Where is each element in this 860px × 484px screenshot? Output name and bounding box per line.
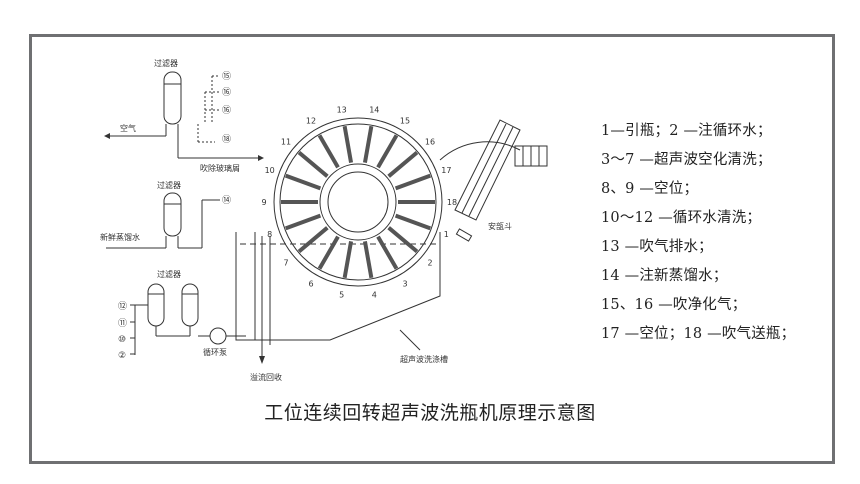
legend-line-8: 17 —空位；18 —吹气送瓶； xyxy=(601,326,796,342)
wheel-spoke xyxy=(362,125,374,163)
filter-mid xyxy=(163,192,182,237)
wheel-station-number: 9 xyxy=(261,198,266,207)
label-filter-mid: 过滤器 xyxy=(157,180,181,190)
ultrasonic-tank xyxy=(235,232,441,364)
circled-top-2: ⑯ xyxy=(222,87,231,98)
circled-bottom-1: ⑫ xyxy=(118,301,127,312)
wheel-station-number: 2 xyxy=(427,258,432,267)
label-air: 空气 xyxy=(120,123,136,133)
wheel-station-number: 6 xyxy=(308,279,313,288)
filter-bottom xyxy=(147,283,199,327)
wheel-station-number: 13 xyxy=(337,105,347,114)
wheel-station-number: 11 xyxy=(281,138,291,147)
wheel-spoke xyxy=(297,150,329,178)
wheel-spoke xyxy=(376,235,399,270)
wheel-spoke xyxy=(387,226,419,254)
circled-bottom-4: ② xyxy=(118,351,126,361)
circled-bottom-2: ⑪ xyxy=(118,318,127,329)
wheel-spoke xyxy=(284,173,322,191)
legend-line-2: 3～7 —超声波空化清洗； xyxy=(601,152,772,168)
label-overflow: 溢流回收 xyxy=(250,372,282,382)
wheel-station-number: 14 xyxy=(369,105,379,114)
filter-top xyxy=(163,71,182,125)
wheel-spoke xyxy=(394,173,432,191)
wheel-station-number: 10 xyxy=(265,166,275,175)
label-pump: 循环泵 xyxy=(203,347,227,357)
wheel-station-number: 15 xyxy=(400,117,410,126)
content-frame xyxy=(29,34,835,464)
label-fresh-water: 新鲜蒸馏水 xyxy=(100,232,140,242)
wheel-station-number: 12 xyxy=(306,117,316,126)
ampoule-hopper xyxy=(439,119,548,242)
label-tank: 超声波洗涤槽 xyxy=(400,354,448,364)
figure-caption: 工位连续回转超声波洗瓶机原理示意图 xyxy=(264,402,596,424)
wheel-spoke xyxy=(297,226,329,254)
wheel-station-number: 1 xyxy=(444,230,449,239)
wheel-station-number: 5 xyxy=(339,291,344,300)
wheel-spoke xyxy=(394,213,432,231)
wheel-station-number: 3 xyxy=(402,279,407,288)
label-hopper: 安瓿斗 xyxy=(488,221,512,231)
legend-line-4: 10～12 —循环水清洗； xyxy=(601,210,762,226)
wheel-spoke xyxy=(387,150,419,178)
circled-top-3: ⑯ xyxy=(222,105,231,116)
wheel-spoke xyxy=(317,235,340,270)
label-filter-bottom: 过滤器 xyxy=(157,269,181,279)
legend-line-3: 8、9 —空位； xyxy=(601,181,699,197)
wheel-spoke xyxy=(376,134,399,169)
label-blow-glass: 吹除玻璃屑 xyxy=(200,163,240,173)
circled-bottom-3: ⑩ xyxy=(118,335,126,345)
wheel-station-number: 8 xyxy=(267,230,272,239)
rotating-wheel xyxy=(273,117,443,287)
circled-top-4: ⑱ xyxy=(222,134,231,145)
wheel-station-number: 7 xyxy=(283,258,288,267)
wheel-station-number: 17 xyxy=(441,166,451,175)
wheel-station-number: 4 xyxy=(372,291,377,300)
legend-line-6: 14 —注新蒸馏水； xyxy=(601,268,728,284)
legend-line-7: 15、16 —吹净化气； xyxy=(601,297,747,313)
circled-top-1: ⑮ xyxy=(222,71,231,82)
wheel-spoke xyxy=(342,241,354,279)
wheel-station-number: 18 xyxy=(447,198,457,207)
wheel-spoke xyxy=(317,134,340,169)
pump xyxy=(209,327,227,345)
wheel-station-number: 16 xyxy=(425,138,435,147)
wheel-spoke xyxy=(342,125,354,163)
wheel-spoke xyxy=(284,213,322,231)
legend: 1—引瓶；2 —注循环水； 3～7 —超声波空化清洗； 8、9 —空位； 10～… xyxy=(601,117,841,349)
label-filter-top: 过滤器 xyxy=(154,58,178,68)
legend-line-1: 1—引瓶；2 —注循环水； xyxy=(601,123,772,139)
circled-mid: ⑭ xyxy=(222,195,231,206)
wheel-spoke xyxy=(362,241,374,279)
legend-line-5: 13 —吹气排水； xyxy=(601,239,713,255)
